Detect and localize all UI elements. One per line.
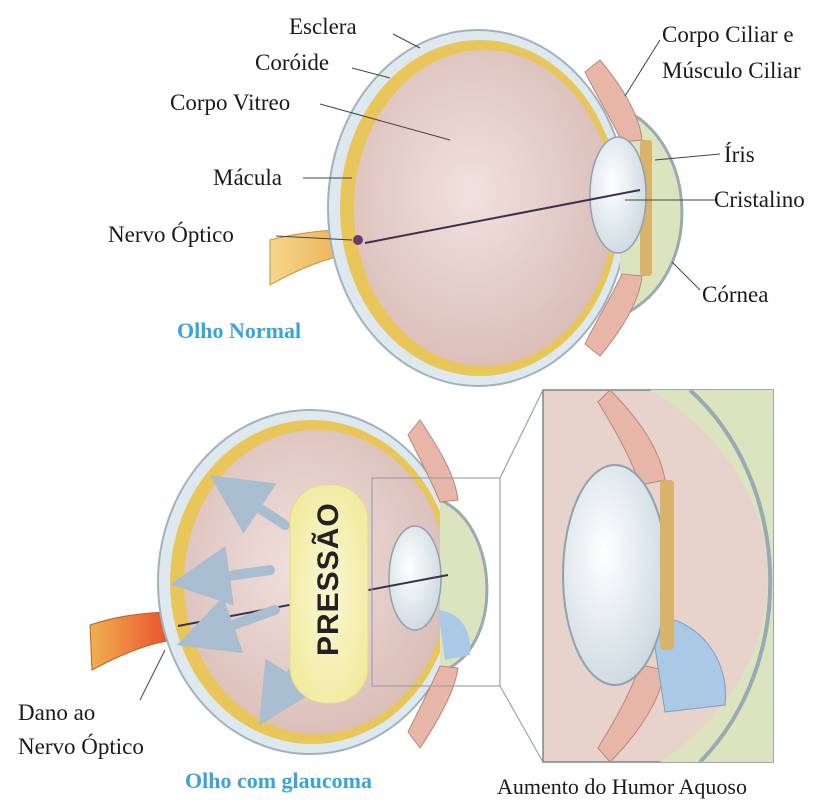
label-esclera: Esclera — [289, 14, 357, 40]
pressure-label: PRESSÃO — [312, 530, 346, 656]
normal-eye — [270, 30, 682, 386]
caption-inset: Aumento do Humor Aquoso — [497, 774, 747, 800]
vitreous-body — [354, 50, 614, 366]
label-dano-line2: Nervo Óptico — [18, 734, 144, 760]
label-iris: Íris — [724, 142, 755, 168]
caption-glaucoma-eye: Olho com glaucoma — [185, 768, 372, 794]
label-cristalino: Cristalino — [714, 187, 805, 213]
label-dano-line1: Dano ao — [18, 700, 95, 726]
label-coroide: Coróide — [255, 50, 329, 76]
label-cornea: Córnea — [702, 282, 768, 308]
caption-normal-eye: Olho Normal — [177, 318, 301, 344]
label-macula: Mácula — [213, 165, 282, 191]
inset-zoom — [543, 390, 773, 762]
label-corpo-ciliar-line2: Músculo Ciliar — [662, 58, 801, 84]
label-corpo-ciliar-line1: Corpo Ciliar e — [662, 22, 794, 48]
label-corpo-vitreo: Corpo Vitreo — [170, 90, 290, 116]
inset-lens — [563, 465, 667, 685]
label-nervo-optico: Nervo Óptico — [108, 222, 234, 248]
